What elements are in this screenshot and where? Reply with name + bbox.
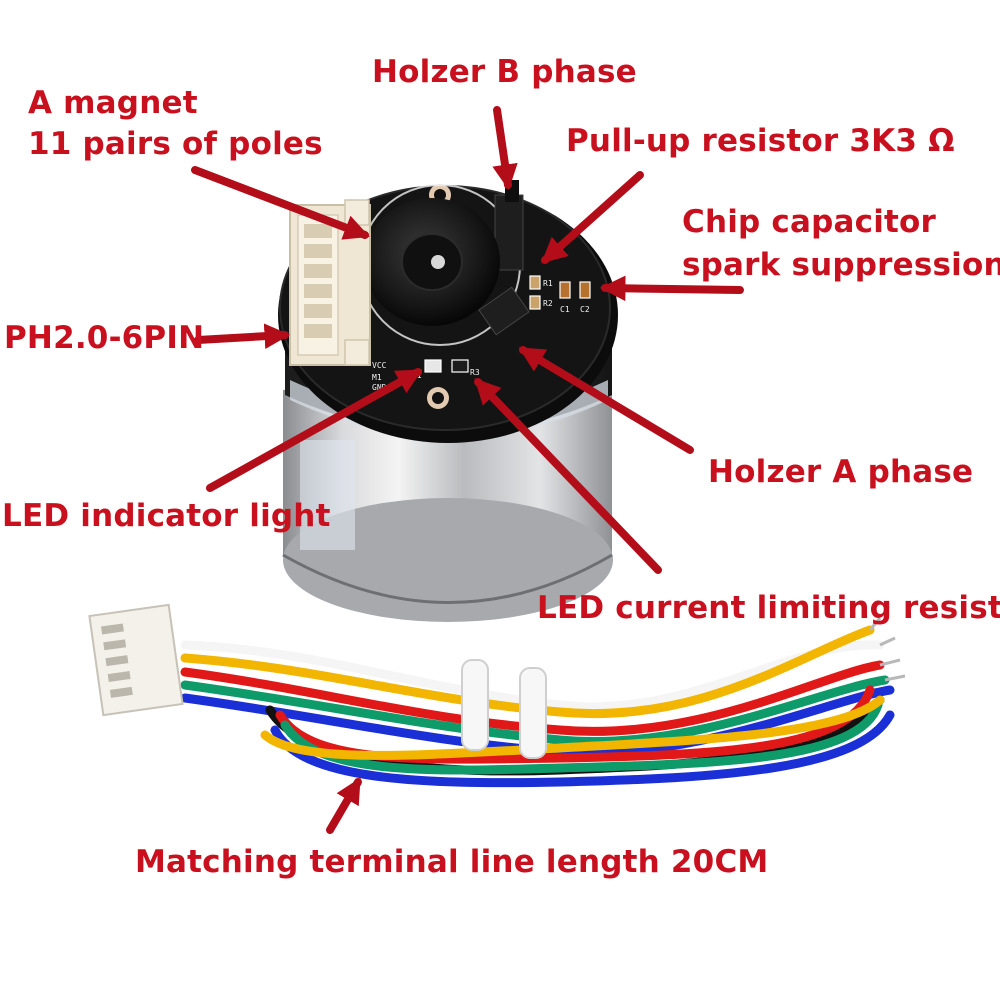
- arrow-holzer-b: [492, 106, 518, 191]
- label-holzer-b: Holzer B phase: [372, 54, 637, 90]
- arrow-holzer-a: [518, 346, 694, 454]
- label-pullup-resistor: Pull-up resistor 3K3 Ω: [566, 123, 955, 159]
- led-resistor: [451, 359, 469, 373]
- wire-ends: [868, 617, 906, 682]
- resistor-r2: [529, 295, 541, 310]
- label-holzer-a: Holzer A phase: [708, 454, 974, 490]
- arrow-chip-cap: [599, 275, 744, 302]
- can-sticker: [300, 440, 355, 550]
- label-led-indicator: LED indicator light: [2, 498, 331, 534]
- ph2-connector: [289, 199, 371, 366]
- silk-vcc: VCC: [372, 361, 387, 370]
- led-indicator: [424, 359, 442, 373]
- label-chip-capacitor-line2: spark suppression: [682, 247, 1000, 283]
- silk-c1: C1: [560, 305, 570, 314]
- arrow-pullup: [541, 171, 644, 264]
- capacitor-c1: [559, 281, 571, 299]
- cable-connector: [88, 603, 184, 717]
- cable-tie: [461, 659, 547, 759]
- label-cable: Matching terminal line length 20CM: [135, 844, 769, 880]
- silk-r1: R1: [543, 279, 553, 288]
- silk-r3: R3: [470, 368, 480, 377]
- annotation-arrows: [191, 106, 744, 834]
- label-magnet-line1: A magnet: [28, 85, 198, 121]
- shaft-end: [431, 255, 445, 269]
- label-led-resistor: LED current limiting resistor: [537, 590, 1000, 626]
- silk-c2: C2: [580, 305, 590, 314]
- silk-m1: M1: [372, 373, 382, 382]
- arrow-ph: [194, 323, 291, 349]
- capacitor-c2: [579, 281, 591, 299]
- arrow-magnet: [191, 166, 370, 240]
- hall-sensor-a: [478, 286, 530, 336]
- arrow-cable: [326, 777, 362, 834]
- arrow-led-resistor: [474, 378, 662, 574]
- label-chip-capacitor-line1: Chip capacitor: [682, 204, 937, 240]
- wire-harness: [180, 625, 895, 788]
- label-connector: PH2.0-6PIN: [4, 320, 205, 356]
- resistor-r1: [529, 275, 541, 290]
- label-magnet-line2: 11 pairs of poles: [28, 126, 323, 162]
- arrow-led: [206, 368, 423, 492]
- silk-r2: R2: [543, 299, 553, 308]
- silk-gnd: GND: [372, 383, 387, 392]
